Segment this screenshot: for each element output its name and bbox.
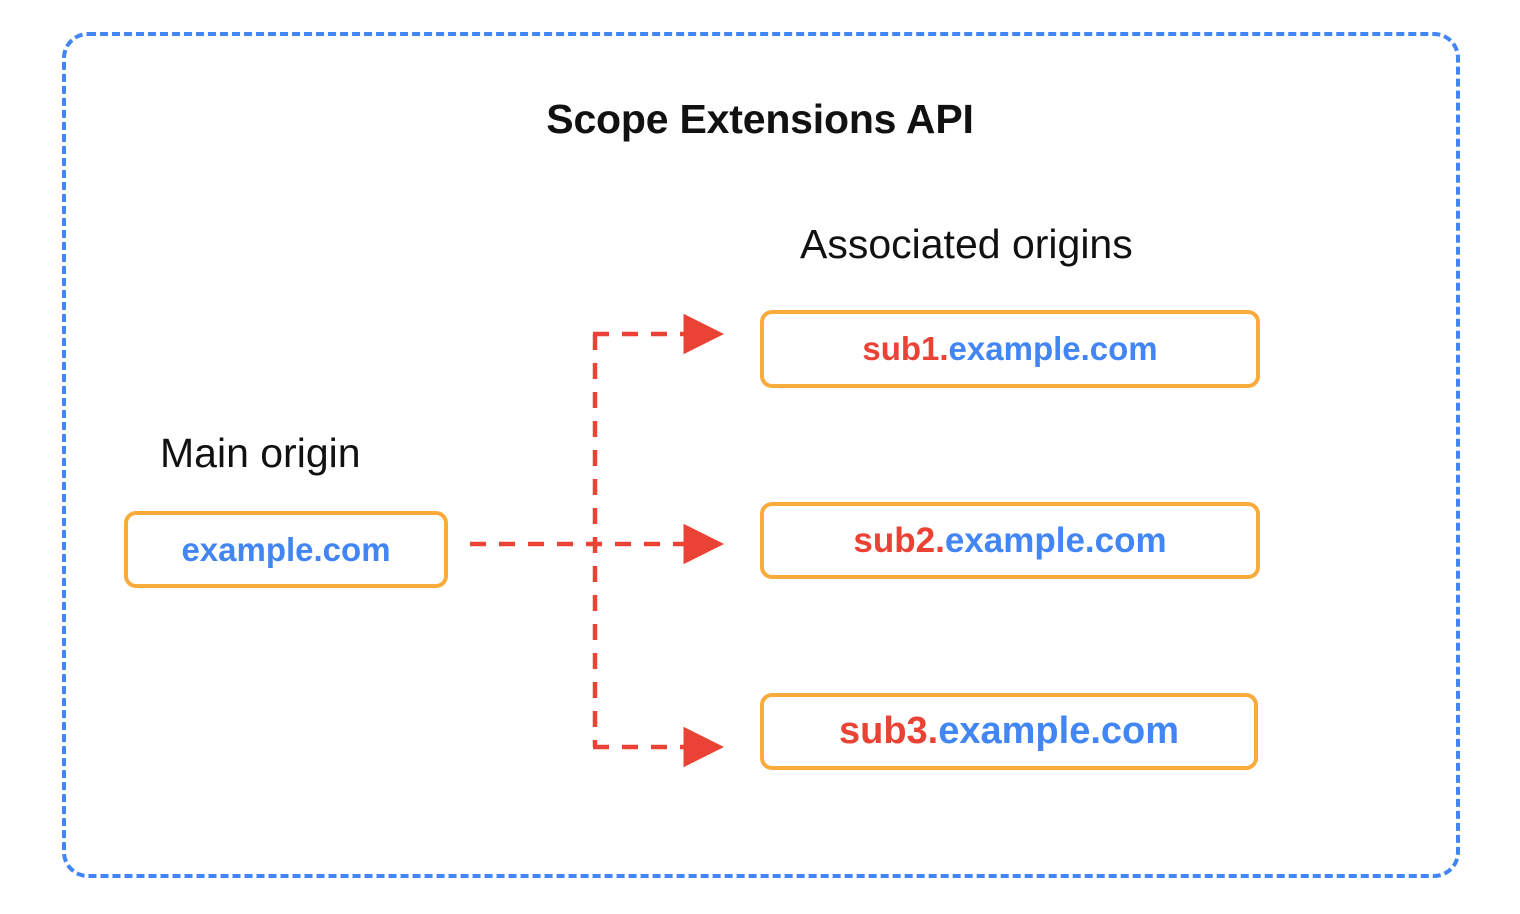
origin-dot-separator: .	[939, 330, 949, 367]
origin-base-label: example.com	[948, 330, 1158, 367]
origin-sub-label: sub3	[838, 710, 928, 752]
origin-box-sub2[interactable]: sub2.example.com	[760, 502, 1260, 579]
origin-dot-separator: .	[935, 520, 945, 560]
origin-box-main[interactable]: example.com	[124, 511, 448, 588]
associated-origins-caption: Associated origins	[800, 221, 1133, 267]
main-origin-caption: Main origin	[160, 430, 361, 476]
origin-base-label: example.com	[181, 530, 391, 568]
origin-base-label: example.com	[944, 520, 1167, 560]
origin-base-label: example.com	[938, 710, 1180, 752]
scope-extensions-frame	[62, 32, 1460, 878]
origin-sub-label: sub2	[853, 520, 936, 560]
page-title: Scope Extensions API	[546, 96, 974, 142]
origin-box-sub1[interactable]: sub1.example.com	[760, 310, 1260, 388]
origin-sub-label: sub1	[862, 330, 940, 367]
origin-box-sub3[interactable]: sub3.example.com	[760, 693, 1258, 770]
origin-dot-separator: .	[927, 710, 939, 752]
